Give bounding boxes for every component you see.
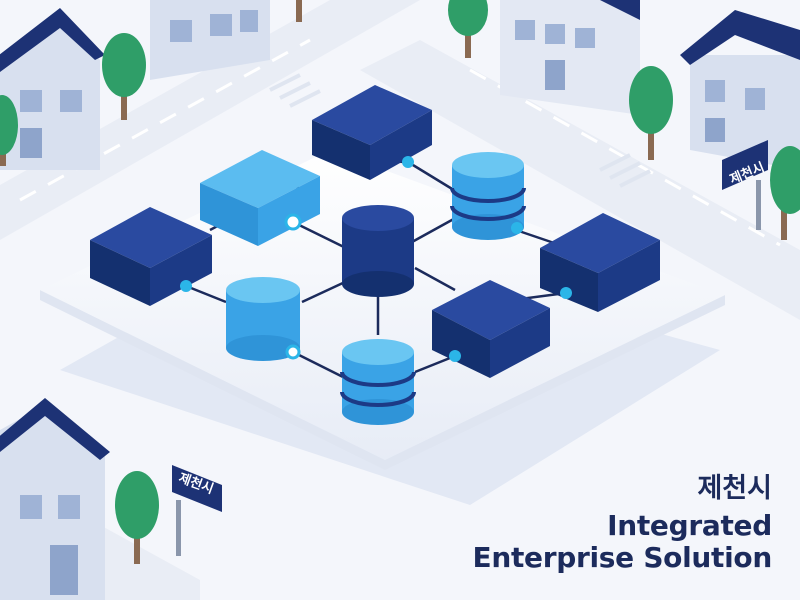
tree [102,33,146,120]
tree [115,471,159,564]
tree [296,0,302,22]
caption-city: 제천시 [697,472,772,504]
server-block [540,213,660,312]
crosswalk [269,73,651,188]
road-top [0,0,420,240]
database-cylinder-sky [226,277,300,361]
house-top-right [500,0,640,115]
server-block [90,207,212,306]
tree [770,146,800,240]
tree [0,95,18,166]
database-cylinder-sky [450,152,526,240]
server-block [312,85,432,180]
signpost-right: 제천시 [722,140,768,230]
house-top-left [0,8,105,170]
server-block [432,280,550,378]
house-right [680,10,800,170]
house-top-center [150,0,270,80]
caption-title-line1: Integrated [607,508,772,542]
signpost-left: 제천시 [172,465,222,556]
platform-top [40,150,725,460]
database-cylinder-sky [340,339,416,425]
caption-block: 제천시 Integrated Enterprise Solution [472,472,773,574]
connector-nodes [180,156,572,362]
trees [0,0,800,564]
tree [629,66,673,160]
tree [448,0,488,58]
road-right [360,40,800,320]
database-cylinder-navy [342,205,414,297]
caption-title-line2: Enterprise Solution [472,540,773,574]
house-bottom-left [0,398,110,600]
service-block [200,150,320,246]
